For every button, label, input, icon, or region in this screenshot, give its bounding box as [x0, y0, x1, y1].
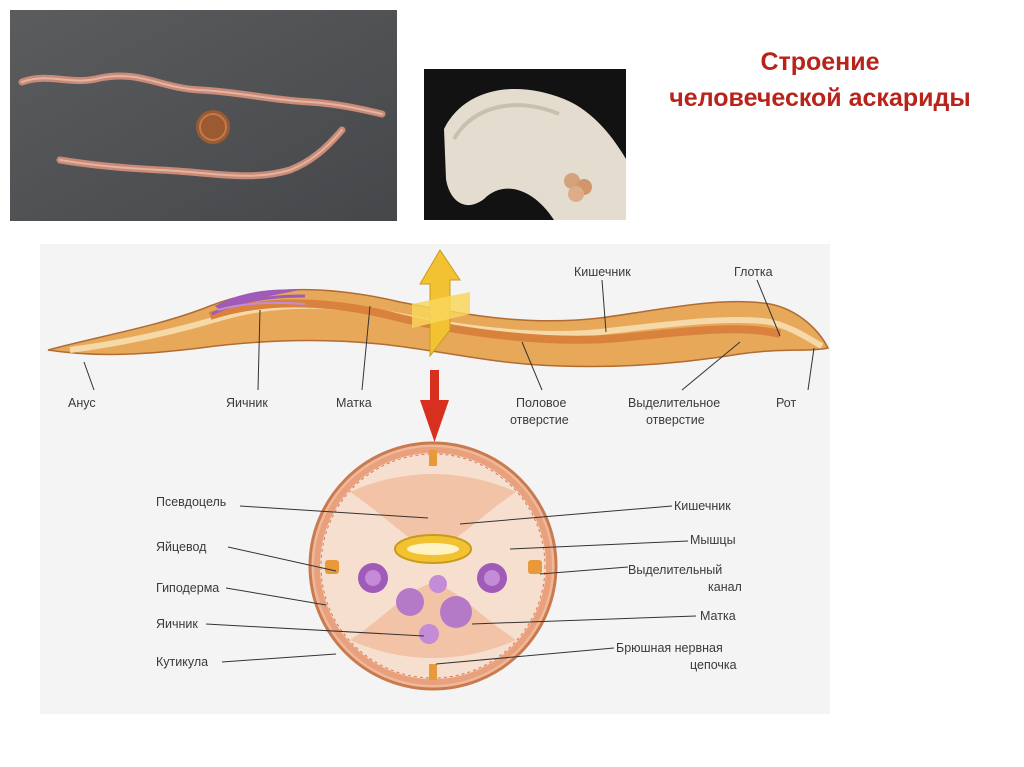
longitudinal-leader-lines — [83, 279, 815, 391]
slide-title: Строение человеческой аскариды — [640, 44, 1000, 116]
label-genital-opening-line-2: отверстие — [510, 413, 569, 427]
label-ovary-section: Яичник — [156, 617, 198, 631]
label-oviduct: Яйцевод — [156, 540, 207, 554]
label-muscles: Мышцы — [690, 533, 736, 547]
label-anus: Анус — [68, 396, 96, 410]
label-hypodermis: Гиподерма — [156, 581, 219, 595]
label-pseudocoel: Псевдоцель — [156, 495, 226, 509]
label-ventral-nerve-cord-line-1: Брюшная нервная — [616, 641, 723, 655]
label-genital-opening-line-1: Половое — [516, 396, 566, 410]
label-uterus-section: Матка — [700, 609, 736, 623]
label-uterus: Матка — [336, 396, 372, 410]
label-excretory-opening-line-1: Выделительное — [628, 396, 720, 410]
title-line-2: человеческой аскариды — [669, 84, 971, 112]
photo-worm-head-closeup — [424, 69, 626, 220]
title-line-1: Строение — [760, 48, 880, 76]
down-arrow-icon — [420, 370, 449, 442]
label-cuticle: Кутикула — [156, 655, 208, 669]
cross-section-rotation-arrow-icon — [412, 249, 470, 358]
label-intestine: Кишечник — [574, 265, 631, 279]
label-mouth: Рот — [776, 396, 796, 410]
label-excretory-canal-line-1: Выделительный — [628, 563, 722, 577]
photo-worms-with-coin — [10, 10, 397, 221]
roundworm-anatomy-diagram: Анус Яичник Матка Половое отверстие Выде… — [40, 244, 830, 714]
cross-section-leader-lines — [205, 505, 697, 665]
label-ventral-nerve-cord-line-2: цепочка — [690, 658, 737, 672]
label-pharynx: Глотка — [734, 265, 773, 279]
label-excretory-canal-line-2: канал — [708, 580, 742, 594]
label-intestine-section: Кишечник — [674, 499, 731, 513]
worm-cross-section — [308, 441, 558, 691]
label-excretory-opening-line-2: отверстие — [646, 413, 705, 427]
label-ovary: Яичник — [226, 396, 268, 410]
